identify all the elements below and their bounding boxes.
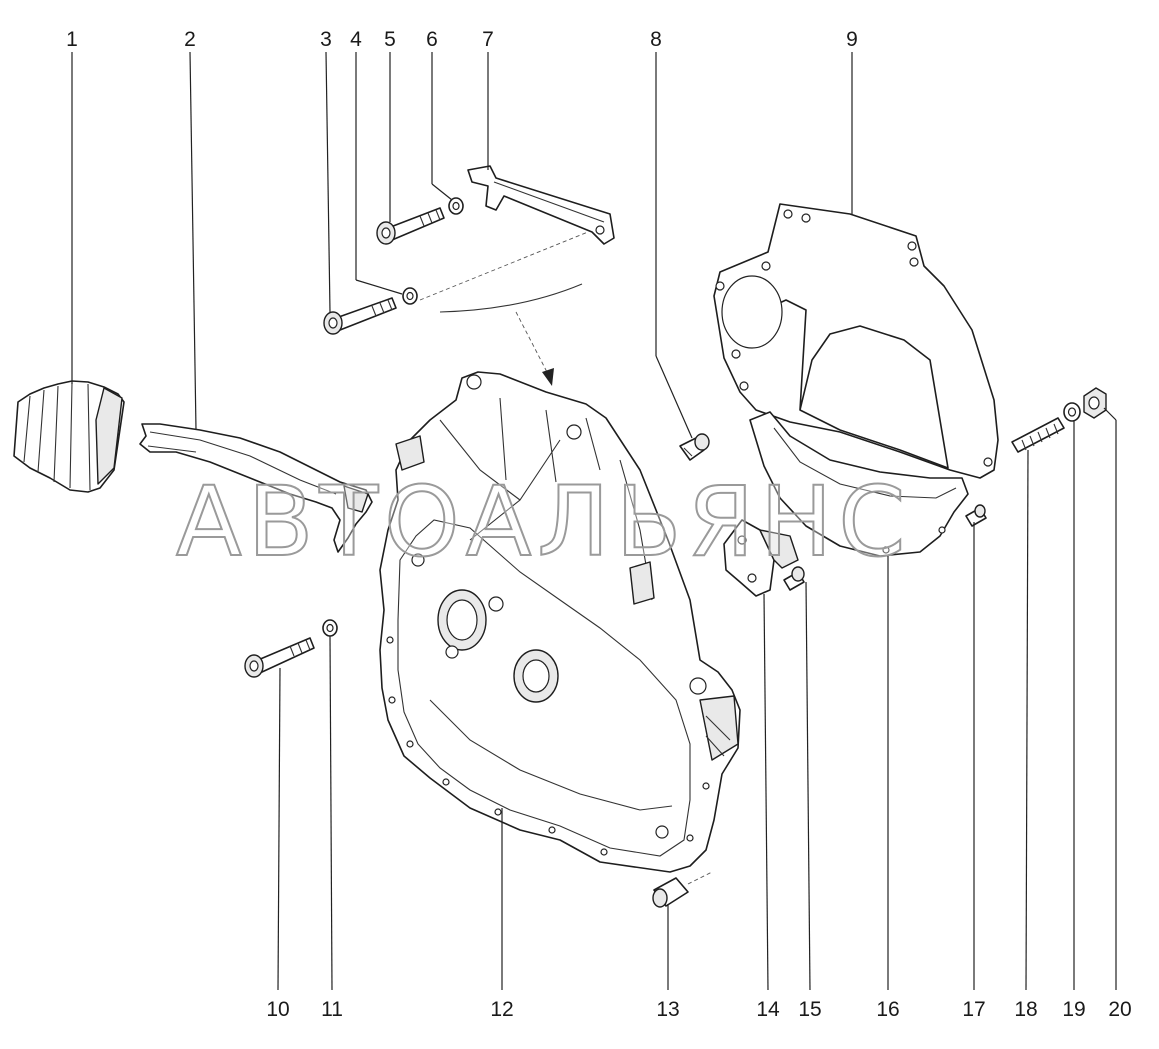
callout-9: 9	[846, 28, 858, 51]
part-1-boot	[13, 380, 125, 493]
leader-lines	[71, 51, 1117, 991]
callout-20: 20	[1108, 998, 1131, 1021]
callout-13: 13	[656, 998, 679, 1021]
part-3-bolt	[323, 297, 397, 335]
callout-numbers: 1 2 3 4 5 6 7 8 9 10 11 12 13 14 15 16 1…	[66, 28, 1132, 1021]
part-2-release-fork	[139, 423, 373, 553]
part-13-dowel-pin	[652, 871, 713, 908]
part-4-washer	[402, 287, 418, 305]
part-12-clutch-housing	[379, 371, 741, 873]
part-7-bracket	[467, 165, 615, 245]
callout-18: 18	[1014, 998, 1037, 1021]
callout-19: 19	[1062, 998, 1085, 1021]
callout-3: 3	[320, 28, 332, 51]
part-14-bracket	[723, 519, 799, 597]
part-17-screw	[965, 504, 987, 527]
part-6-washer	[448, 197, 464, 215]
callout-17: 17	[962, 998, 985, 1021]
callout-6: 6	[426, 28, 438, 51]
part-18-stud	[1011, 417, 1065, 453]
callout-8: 8	[650, 28, 662, 51]
callout-4: 4	[350, 28, 362, 51]
callout-14: 14	[756, 998, 780, 1021]
callout-1: 1	[66, 28, 78, 51]
callout-11: 11	[321, 998, 343, 1021]
part-9-cover-plate	[713, 203, 999, 479]
callout-12: 12	[490, 998, 513, 1021]
callout-15: 15	[798, 998, 821, 1021]
part-15-bolt	[783, 566, 805, 591]
callout-5: 5	[384, 28, 396, 51]
part-16-lower-cover	[749, 411, 969, 557]
callout-2: 2	[184, 28, 196, 51]
callout-16: 16	[876, 998, 899, 1021]
part-5-bolt	[376, 207, 445, 245]
callout-7: 7	[482, 28, 494, 51]
part-10-bolt	[244, 637, 315, 678]
part-8-bolt	[679, 433, 710, 461]
watermark-text: АВТОАЛЬЯНС	[176, 466, 911, 578]
part-19-washer	[1063, 402, 1081, 422]
callout-10: 10	[266, 998, 289, 1021]
part-20-nut	[1083, 387, 1107, 419]
part-11-washer	[322, 619, 338, 637]
assembly-guide-lines	[419, 231, 589, 386]
